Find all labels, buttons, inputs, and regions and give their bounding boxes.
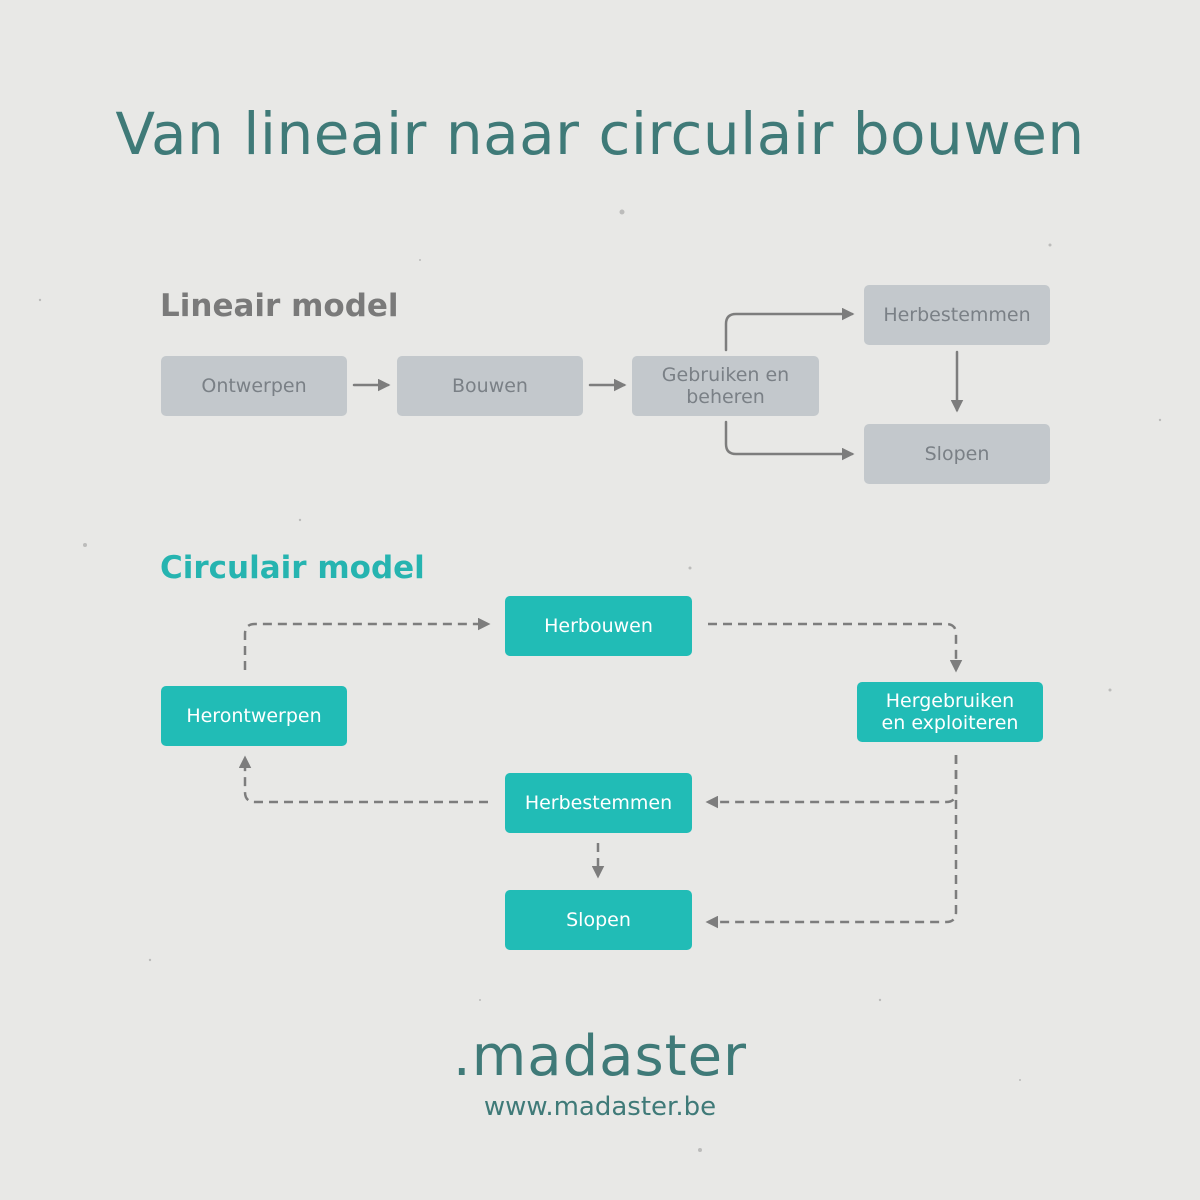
node-label: Herontwerpen	[186, 704, 322, 727]
circular-node-herbouwen: Herbouwen	[505, 596, 692, 656]
node-label: Ontwerpen	[201, 374, 307, 397]
circular-model-label: Circulair model	[160, 550, 425, 586]
node-label-line2: beheren	[686, 386, 765, 408]
linear-node-ontwerpen: Ontwerpen	[161, 356, 347, 416]
page-title: Van lineair naar circulair bouwen	[115, 100, 1085, 168]
circular-node-herontwerpen: Herontwerpen	[161, 686, 347, 746]
madaster-logo: .madaster	[452, 1024, 748, 1089]
linear-node-gebruiken-en-beheren: Gebruiken en beheren	[632, 356, 819, 416]
node-label-line1: Hergebruiken	[885, 689, 1015, 712]
circular-node-slopen: Slopen	[505, 890, 692, 950]
node-label: Herbestemmen	[524, 791, 673, 814]
circular-node-herbestemmen: Herbestemmen	[505, 773, 692, 833]
node-label: Slopen	[924, 442, 990, 465]
node-label: Herbestemmen	[883, 303, 1031, 326]
node-label: Slopen	[566, 908, 631, 931]
linear-model-label: Lineair model	[160, 288, 399, 324]
linear-node-slopen: Slopen	[864, 424, 1050, 484]
node-label: Bouwen	[452, 374, 528, 397]
node-label-line1: Gebruiken en	[661, 363, 790, 386]
circular-node-hergebruiken-en-exploiteren: Hergebruiken en exploiteren	[857, 682, 1043, 742]
linear-node-bouwen: Bouwen	[397, 356, 583, 416]
linear-node-herbestemmen: Herbestemmen	[864, 285, 1050, 345]
node-label-line2: en exploiteren	[881, 712, 1019, 734]
website-url: www.madaster.be	[483, 1092, 717, 1122]
node-label: Herbouwen	[544, 614, 653, 637]
